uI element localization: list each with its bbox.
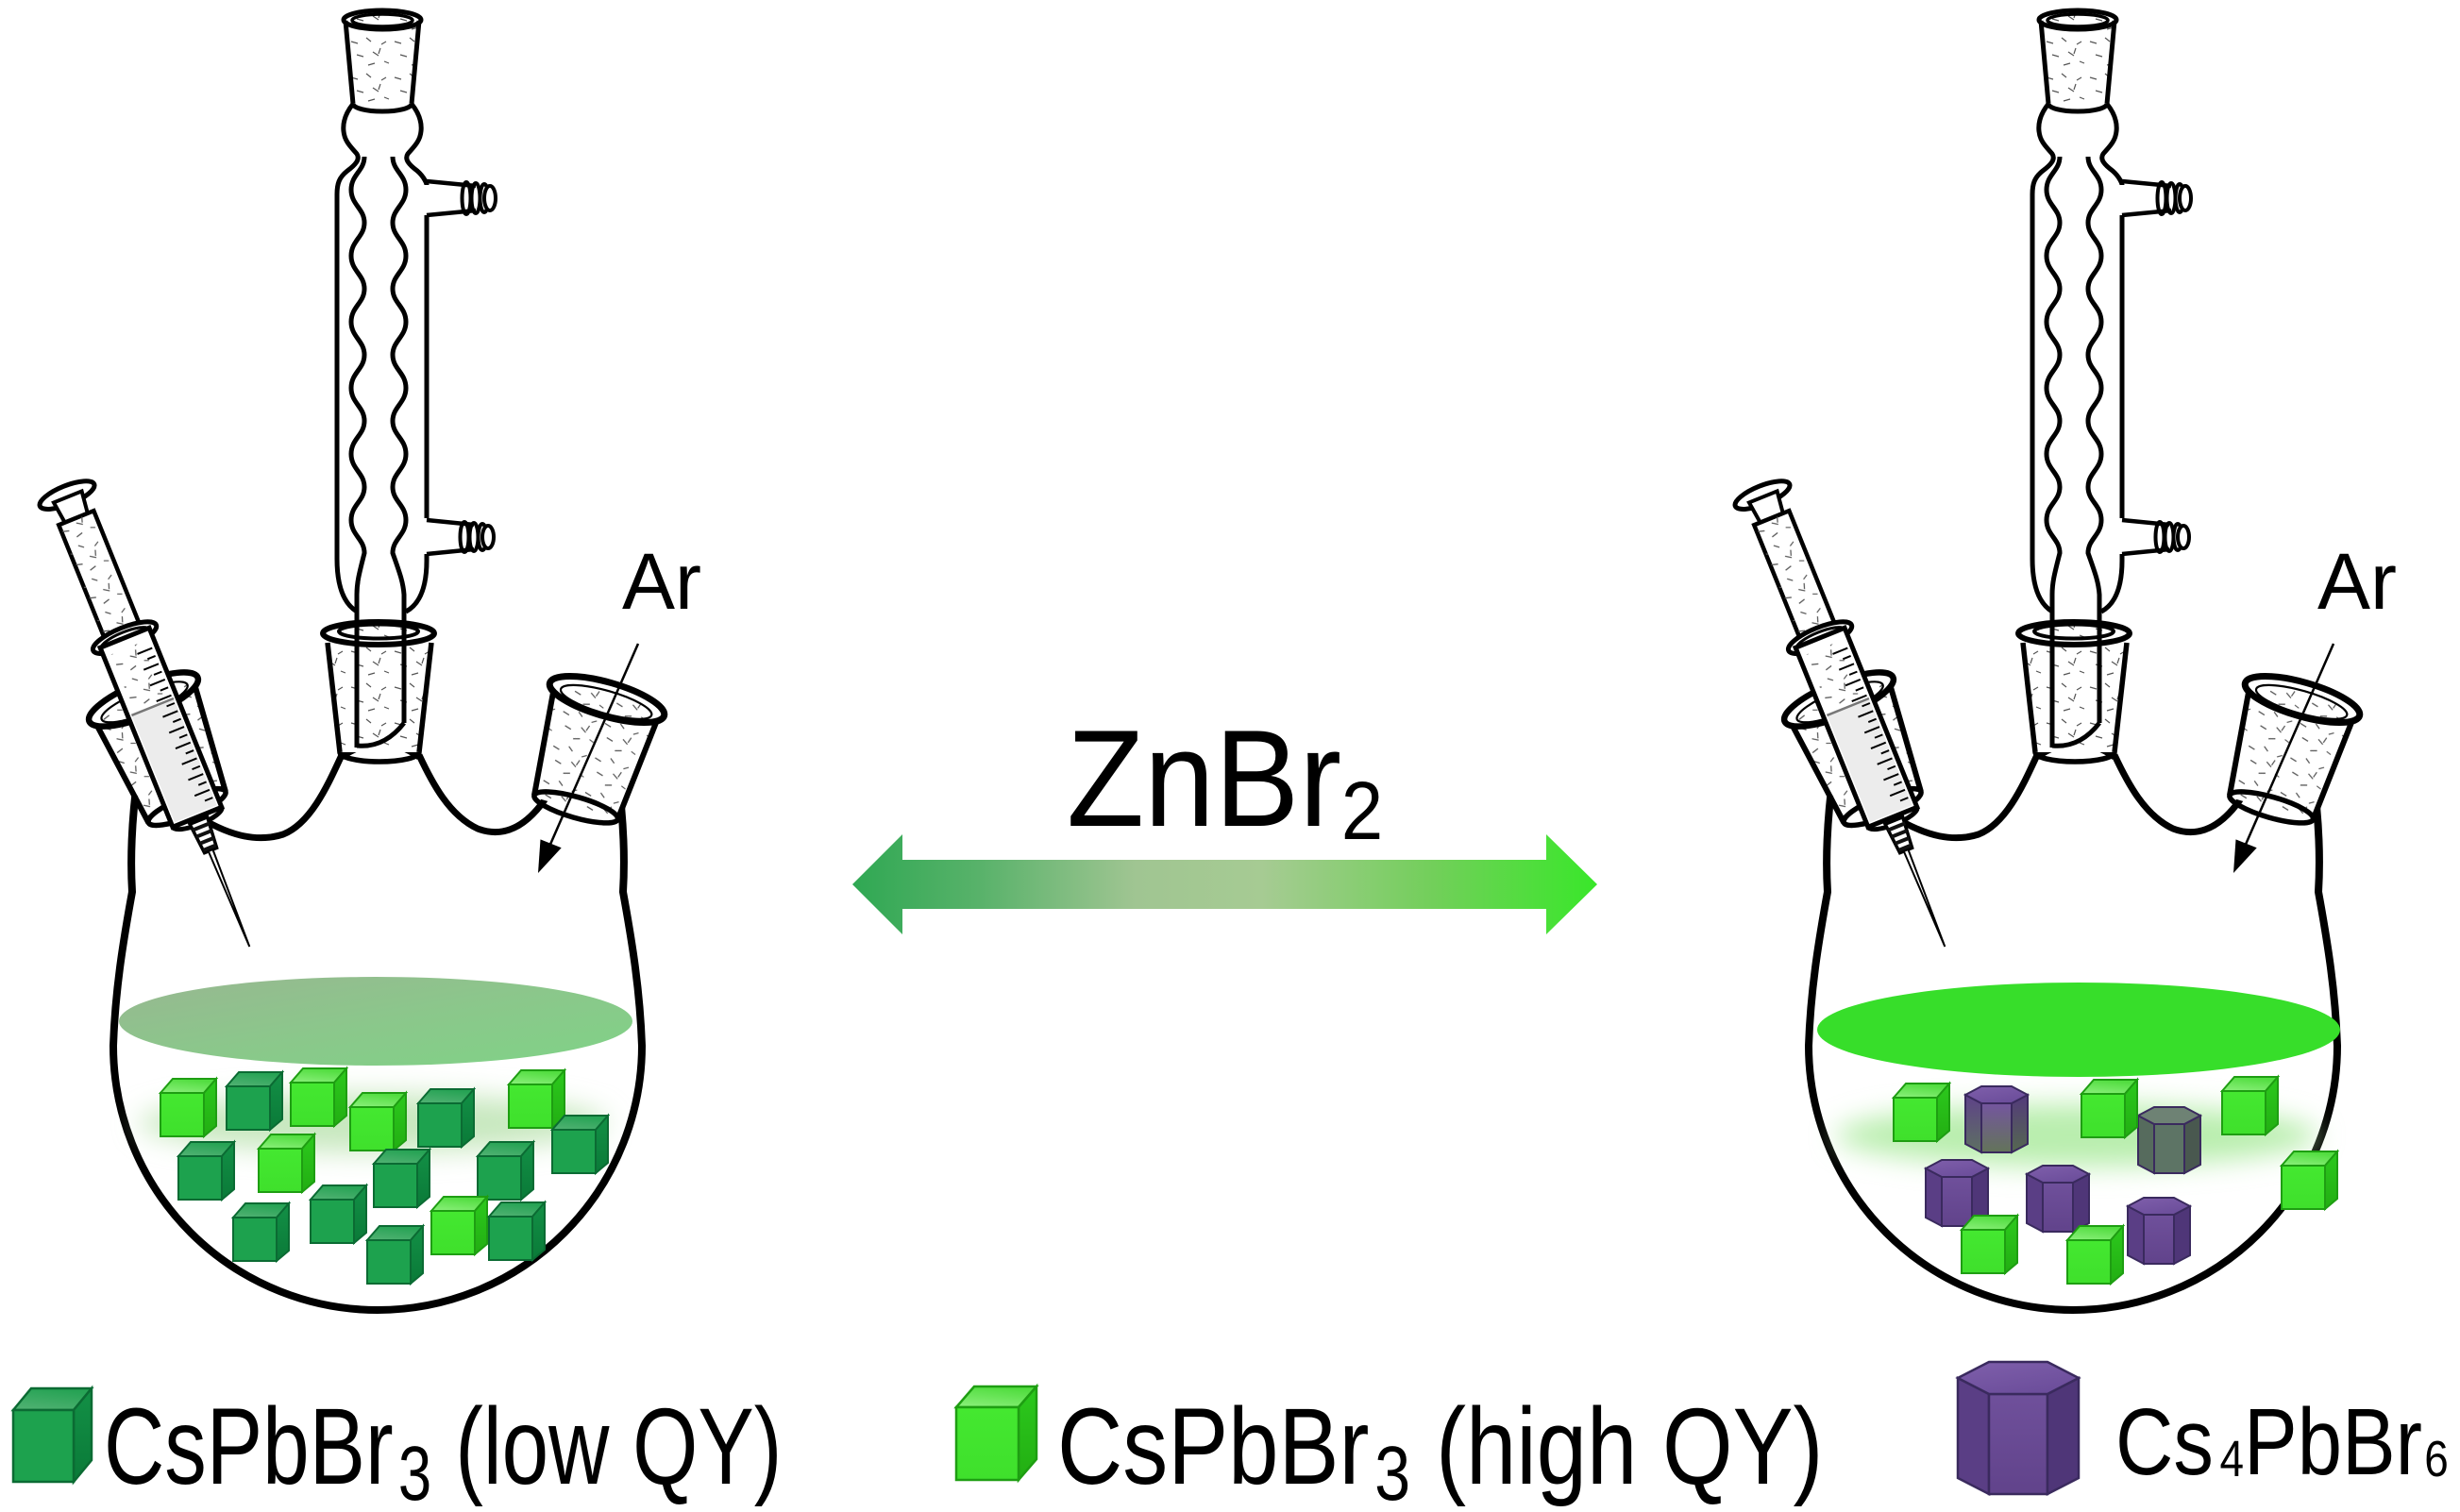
svg-text:CsPbBr: CsPbBr [1057,1386,1369,1507]
svg-text:PbBr: PbBr [2244,1388,2422,1494]
svg-text:4: 4 [2220,1431,2245,1487]
svg-text:6: 6 [2424,1431,2449,1487]
svg-text:3: 3 [398,1430,431,1507]
svg-text:ZnBr: ZnBr [1067,701,1341,855]
svg-text:(low QY): (low QY) [432,1386,783,1507]
svg-text:Cs: Cs [2115,1388,2214,1494]
svg-text:3: 3 [1374,1430,1410,1507]
svg-text:(high QY): (high QY) [1410,1386,1823,1507]
svg-text:CsPbBr: CsPbBr [104,1386,394,1507]
svg-text:2: 2 [1341,764,1384,857]
